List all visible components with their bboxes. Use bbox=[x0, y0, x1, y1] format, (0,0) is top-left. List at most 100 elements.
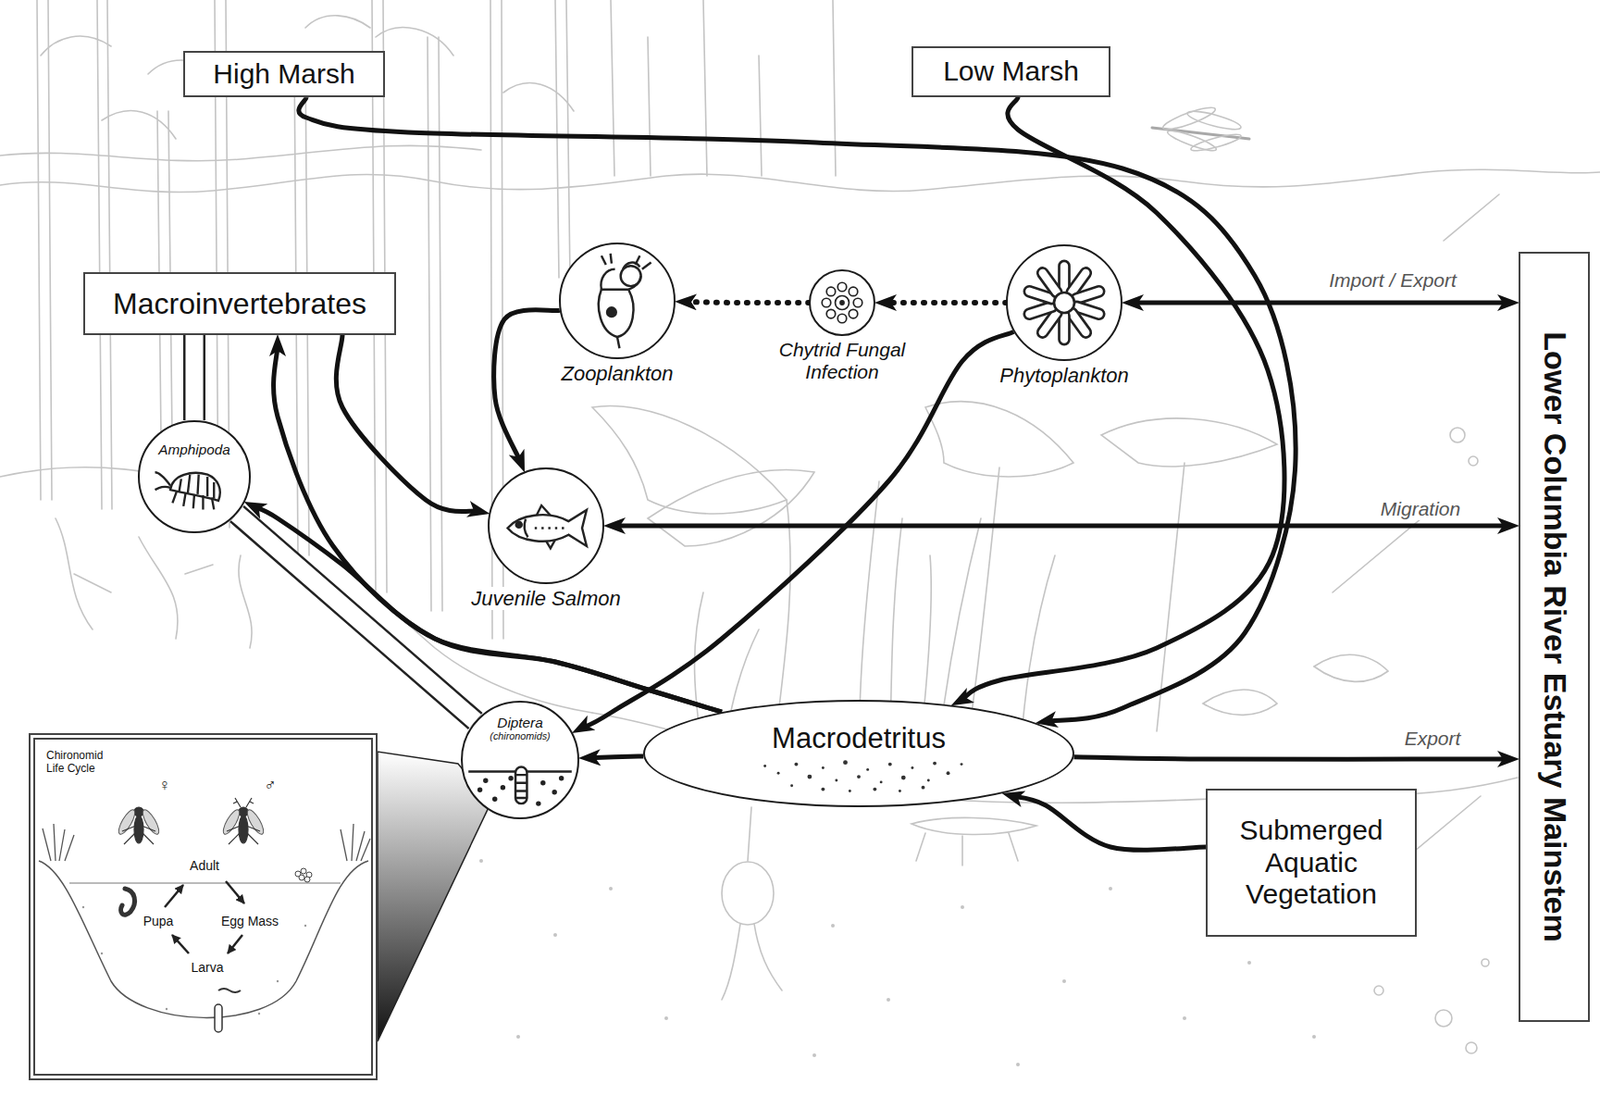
sediment-dots bbox=[608, 886, 613, 891]
node-icon bbox=[598, 253, 652, 348]
node-icon bbox=[1022, 260, 1105, 345]
flow-arrow bbox=[298, 97, 1296, 721]
life-cycle-illustration bbox=[115, 807, 138, 837]
node-label: Zooplankton bbox=[557, 361, 677, 385]
pool-circle: Amphipoda bbox=[137, 420, 251, 534]
life-cycle-illustration bbox=[227, 934, 243, 954]
marsh-plants bbox=[1332, 194, 1500, 889]
marsh-plants bbox=[0, 169, 1600, 192]
life-cycle-illustration bbox=[82, 905, 85, 908]
sediment-dots bbox=[1016, 1062, 1020, 1067]
life-cycle-illustration bbox=[28, 732, 378, 1080]
node-text: High Marsh bbox=[212, 58, 355, 91]
label-box: Low Marsh bbox=[911, 46, 1111, 98]
marsh-plants bbox=[721, 861, 774, 925]
node-icon bbox=[810, 271, 874, 335]
stage-label: Egg Mass bbox=[218, 913, 282, 929]
life-cycle-illustration bbox=[134, 806, 144, 817]
circle-text-group: Diptera(chironomids) bbox=[462, 715, 578, 743]
node-text: Macroinvertebrates bbox=[112, 286, 367, 322]
sediment-dots bbox=[1312, 1034, 1316, 1039]
flow-arrow bbox=[960, 97, 1285, 701]
pool-circle: Phytoplankton bbox=[1005, 244, 1123, 361]
flow-dotted-arrow bbox=[885, 299, 1006, 306]
group-tube bbox=[186, 334, 204, 421]
stage-label: ♀ bbox=[155, 775, 174, 795]
label-box: High Marsh bbox=[183, 50, 385, 99]
life-cycle-illustration bbox=[164, 884, 184, 907]
flow-arrow bbox=[253, 506, 722, 712]
life-cycle-illustration bbox=[42, 823, 371, 861]
life-cycle-illustration bbox=[304, 876, 311, 882]
edge-label: Export bbox=[1401, 727, 1465, 750]
life-cycle-illustration bbox=[300, 868, 307, 874]
label-box: Macroinvertebrates bbox=[83, 272, 397, 335]
flow-arrow bbox=[960, 97, 1285, 701]
life-cycle-illustration bbox=[121, 888, 136, 915]
marsh-plants bbox=[647, 469, 815, 546]
marsh-plants bbox=[1481, 958, 1489, 967]
node-text: Submerged Aquatic Vegetation bbox=[1220, 814, 1402, 911]
sediment-dots bbox=[812, 1053, 817, 1057]
pool-circle: Zooplankton bbox=[558, 242, 676, 360]
sediment-dots bbox=[664, 1016, 669, 1020]
life-cycle-illustration bbox=[214, 1004, 223, 1032]
marsh-plants bbox=[721, 806, 782, 1000]
flow-arrow bbox=[582, 331, 1015, 728]
sediment-dots bbox=[960, 905, 965, 909]
flow-arrow bbox=[589, 756, 645, 758]
life-cycle-illustration bbox=[134, 806, 249, 844]
marsh-plants bbox=[911, 817, 1037, 834]
node-label: Phytoplankton bbox=[995, 363, 1132, 387]
node-text: (chironomids) bbox=[462, 731, 578, 743]
life-cycle-illustration bbox=[38, 860, 369, 1018]
stage-label: Adult bbox=[186, 857, 223, 873]
marsh-plants bbox=[40, 15, 574, 139]
node-text: Amphipoda bbox=[139, 442, 249, 459]
life-cycle-illustration bbox=[220, 807, 243, 837]
flow-arrow bbox=[1074, 756, 1510, 759]
node-text: Macrodetritus bbox=[644, 721, 1073, 756]
marsh-plants bbox=[55, 518, 252, 648]
sediment-dots bbox=[1062, 979, 1067, 983]
node-icon bbox=[763, 759, 963, 793]
stage-label: Larva bbox=[187, 959, 226, 975]
life-cycle-illustration bbox=[238, 815, 249, 844]
marsh-plants bbox=[1185, 107, 1242, 133]
flow-arrow bbox=[273, 345, 722, 712]
flow-arrow bbox=[298, 97, 1296, 721]
node-icon bbox=[821, 282, 863, 323]
sediment-dots bbox=[516, 1034, 521, 1039]
node-text: Low Marsh bbox=[942, 55, 1080, 88]
node-icon bbox=[139, 421, 249, 532]
life-cycle-illustration bbox=[69, 881, 341, 883]
stage-label: Pupa bbox=[140, 913, 177, 929]
node-label: Chytrid Fungal Infection bbox=[758, 338, 926, 384]
node-label: Juvenile Salmon bbox=[467, 586, 624, 610]
flow-arrow bbox=[1074, 756, 1510, 759]
flow-dotted-arrow bbox=[685, 301, 809, 304]
marsh-plants bbox=[925, 401, 1074, 477]
node-icon bbox=[560, 244, 674, 358]
marsh-plants bbox=[1161, 103, 1217, 134]
sediment-dots bbox=[831, 923, 835, 928]
marsh-plants bbox=[916, 832, 1018, 866]
flow-arrow bbox=[582, 331, 1015, 728]
life-cycle-illustration bbox=[139, 807, 162, 837]
pool-circle: Juvenile Salmon bbox=[487, 467, 605, 584]
flow-arrow bbox=[494, 310, 560, 463]
life-cycle-illustration bbox=[225, 880, 245, 904]
group-tube bbox=[183, 334, 206, 421]
life-cycle-illustration bbox=[304, 924, 307, 927]
marsh-plants bbox=[592, 405, 787, 514]
node-text: Lower Columbia River Estuary Mainstem bbox=[1537, 331, 1572, 942]
marsh-plants bbox=[971, 467, 1000, 713]
life-cycle-illustration bbox=[295, 868, 312, 882]
inset-panel: Chironomid Life Cycle bbox=[28, 732, 378, 1080]
node-text: Diptera bbox=[462, 715, 578, 732]
flow-arrow bbox=[335, 334, 479, 512]
marsh-plants bbox=[1468, 456, 1478, 466]
life-cycle-illustration bbox=[238, 806, 249, 817]
node-icon bbox=[508, 505, 587, 548]
